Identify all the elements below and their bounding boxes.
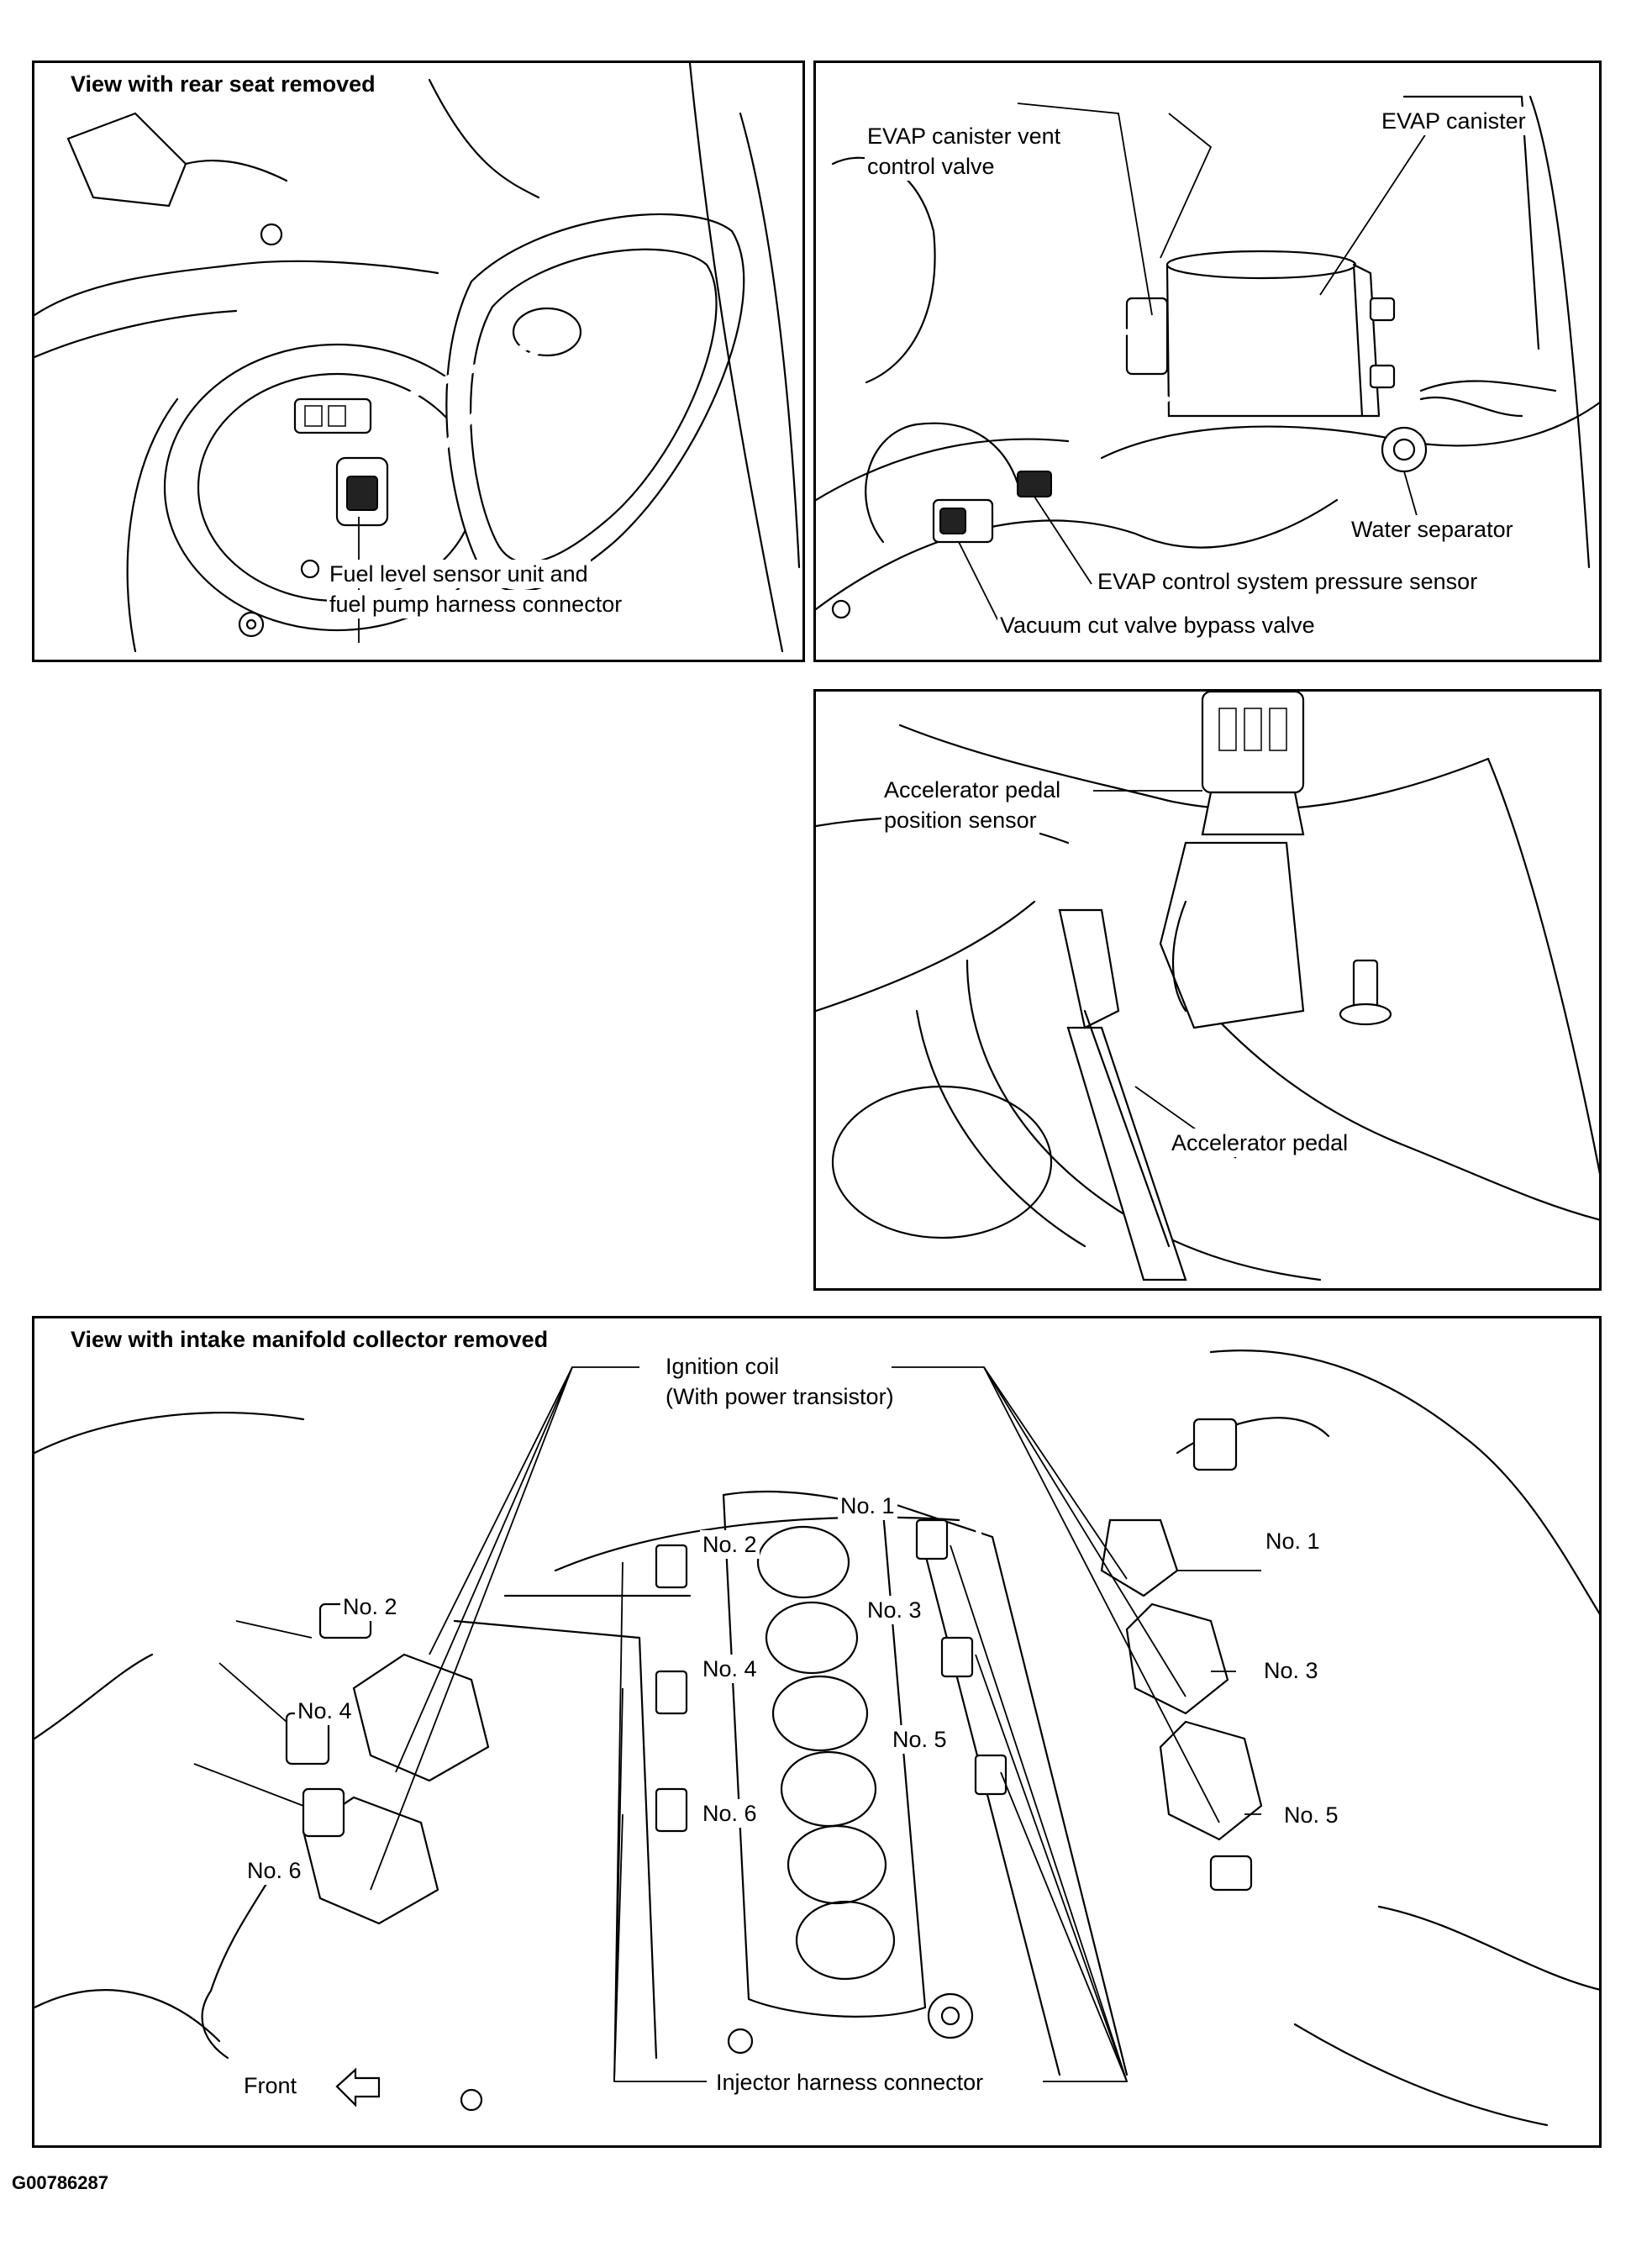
evap-canister-label: EVAP canister [1379,107,1528,135]
accelerator-pedal-illustration [816,692,1599,1281]
panel-accelerator-pedal: Accelerator pedal position sensor Accele… [813,689,1602,1291]
left-injector-no2-label: No. 2 [700,1530,760,1559]
right-injector-no1-label: No. 1 [838,1492,897,1520]
fuel-sensor-label-line1: Fuel level sensor unit and [327,560,591,588]
water-separator-label: Water separator [1349,515,1516,544]
front-arrow-icon [335,2067,381,2108]
left-coil-no6-label: No. 6 [245,1856,304,1885]
engine-panel-title: View with intake manifold collector remo… [68,1327,551,1353]
pressure-sensor-label: EVAP control system pressure sensor [1095,567,1481,596]
injector-connector-label: Injector harness connector [713,2068,986,2097]
fuel-sensor-label-line2: fuel pump harness connector [327,590,625,618]
panel-evap-canister: EVAP canister vent control valve EVAP ca… [813,61,1602,662]
pedal-sensor-label-line2: position sensor [881,806,1039,834]
left-injector-no4-label: No. 4 [700,1655,760,1683]
right-coil-no5-label: No. 5 [1281,1801,1341,1829]
evap-vent-label-line2: control valve [865,152,997,181]
front-label: Front [241,2071,300,2100]
fuel-pump-illustration [34,63,801,653]
ignition-coil-label-line1: Ignition coil [663,1352,782,1381]
fuel-panel-title: View with rear seat removed [68,71,378,97]
accelerator-pedal-label: Accelerator pedal [1169,1129,1351,1157]
left-injector-no6-label: No. 6 [700,1799,760,1828]
pedal-sensor-label-line1: Accelerator pedal [881,776,1064,804]
bypass-valve-label: Vacuum cut valve bypass valve [997,611,1318,639]
right-injector-no3-label: No. 3 [865,1596,924,1624]
panel-fuel-level-sensor: View with rear seat removed Fuel level s… [32,61,805,662]
panel-ignition-injectors: View with intake manifold collector remo… [32,1316,1602,2148]
left-coil-no4-label: No. 4 [295,1697,355,1725]
left-coil-no2-label: No. 2 [340,1592,400,1621]
right-injector-no5-label: No. 5 [890,1725,950,1754]
evap-vent-label-line1: EVAP canister vent [865,122,1064,150]
figure-code: G00786287 [12,2172,108,2193]
right-coil-no3-label: No. 3 [1261,1656,1321,1685]
right-coil-no1-label: No. 1 [1263,1527,1323,1555]
ignition-coil-label-line2: (With power transistor) [663,1382,897,1411]
engine-bay-illustration [34,1350,1599,2127]
evap-canister-illustration [816,95,1599,627]
